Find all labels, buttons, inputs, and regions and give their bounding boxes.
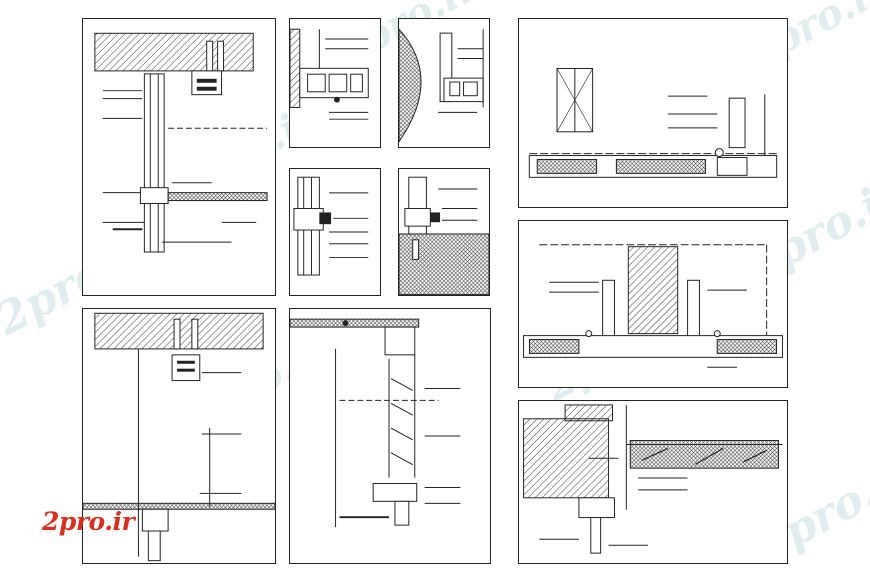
detail-jamb-round-wall [398,18,490,148]
brand-logo: 2pro.ir [42,507,135,536]
section-drawing [290,318,461,528]
detail-window-head-section [82,18,276,296]
detail-frame-jamb-small [289,18,381,148]
detail-sill-section-small [289,168,381,296]
detail-wall-louver-plan [518,400,788,564]
section-drawing [523,244,783,368]
section-drawing [94,32,268,253]
detail-louver-section [289,308,491,564]
detail-plan-door-section [518,220,788,388]
section-drawing [293,176,369,276]
section-drawing [528,67,778,178]
section-drawing [523,404,783,554]
section-drawing [399,28,484,143]
detail-full-height-section [82,308,276,564]
detail-elevation-plan-door [518,18,788,208]
section-drawing [399,176,489,295]
section-drawing [83,312,275,562]
section-drawing [290,28,369,120]
detail-sill-floor-section [398,168,490,296]
